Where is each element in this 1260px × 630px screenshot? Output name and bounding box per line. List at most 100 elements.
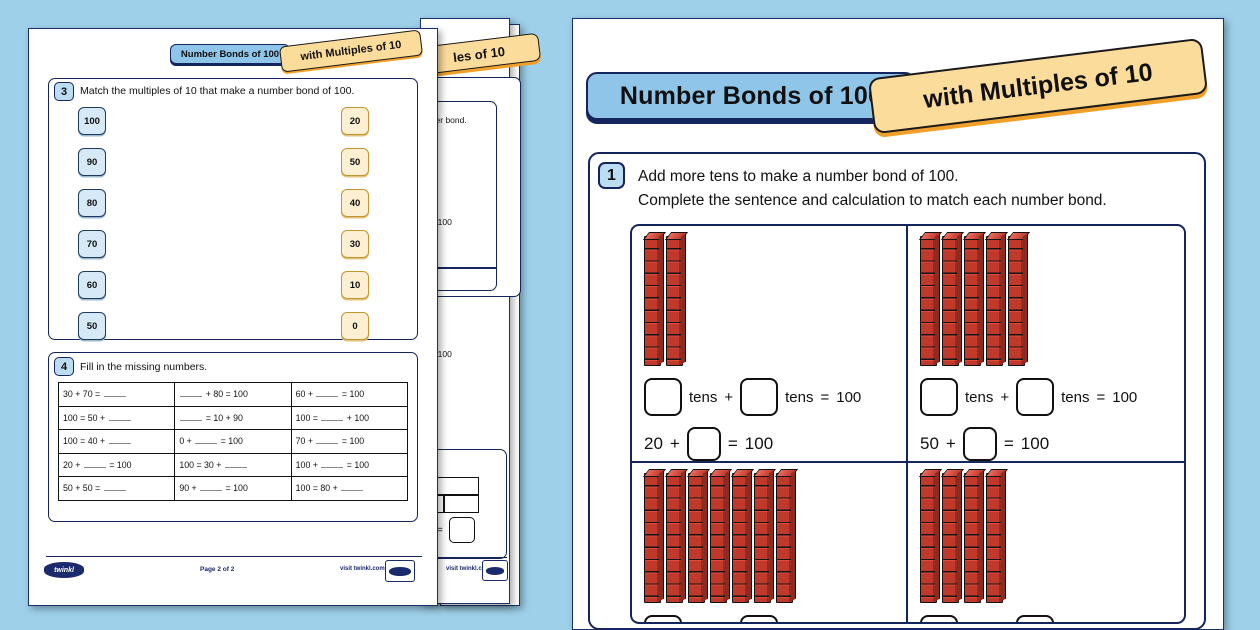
tens-rod-icon xyxy=(644,236,661,366)
match-card-left-0[interactable]: 100 xyxy=(78,107,106,135)
stamp-inner xyxy=(389,566,411,576)
calculation-row: 50+=100 xyxy=(920,427,1176,461)
left-footer-page-number: Page 2 of 2 xyxy=(200,566,235,573)
sentence-plus: + xyxy=(1000,388,1010,406)
table-cell-0-0[interactable]: 30 + 70 = xyxy=(57,382,176,407)
match-card-right-1[interactable]: 50 xyxy=(341,148,369,176)
sentence-answer-box-2[interactable] xyxy=(1016,378,1055,416)
stack-fragment-number-bond: umber bond. xyxy=(419,115,467,125)
calculation-row: 20+=100 xyxy=(644,427,898,461)
blank-field[interactable] xyxy=(200,484,223,492)
sentence-answer-box-1[interactable] xyxy=(920,615,958,622)
blank-field[interactable] xyxy=(103,390,126,398)
left-footer-rule xyxy=(46,556,422,558)
blank-field[interactable] xyxy=(321,414,344,421)
left-question-3-number: 3 xyxy=(54,82,74,101)
sentence-word-1: tens xyxy=(689,388,718,406)
sentence-answer-box-2[interactable] xyxy=(740,378,779,416)
table-cell-1-1[interactable]: = 10 + 90 xyxy=(174,405,292,430)
table-cell-2-1[interactable]: 0 + = 100 xyxy=(174,429,292,454)
blank-field[interactable] xyxy=(341,484,364,492)
blank-field[interactable] xyxy=(316,390,339,398)
tens-rod-icon xyxy=(942,473,959,603)
tens-rod-icon xyxy=(920,236,937,366)
tens-rod-icon xyxy=(710,473,727,603)
stack-answer-box-b xyxy=(449,517,475,543)
table-cell-4-1[interactable]: 90 + = 100 xyxy=(174,476,292,501)
table-cell-4-0[interactable]: 50 + 50 = xyxy=(57,476,176,501)
sentence-word-2: tens xyxy=(785,388,814,406)
match-card-left-4[interactable]: 60 xyxy=(78,271,106,299)
table-cell-3-1[interactable]: 100 = 30 + xyxy=(174,452,292,477)
match-card-left-5[interactable]: 50 xyxy=(78,312,106,340)
tens-rod-icon xyxy=(986,236,1003,366)
base-ten-rods-group xyxy=(920,473,1176,605)
blank-field[interactable] xyxy=(321,461,344,468)
left-question-4-prompt: Fill in the missing numbers. xyxy=(80,361,208,373)
sentence-row: tens+tens=100 xyxy=(644,378,898,416)
right-question-1-prompt-line1: Add more tens to make a number bond of 1… xyxy=(638,168,959,185)
blank-field[interactable] xyxy=(108,437,131,445)
tens-rod-icon xyxy=(666,473,683,603)
table-cell-0-1[interactable]: + 80 = 100 xyxy=(174,382,292,407)
base-ten-rods-group xyxy=(644,236,898,368)
number-bond-cell-0: tens+tens=100 20+=100 xyxy=(632,226,908,463)
stack-equals: = xyxy=(437,525,443,536)
blank-field[interactable] xyxy=(83,461,106,468)
sentence-answer-box-2[interactable] xyxy=(740,615,779,622)
table-cell-2-0[interactable]: 100 = 40 + xyxy=(57,429,176,454)
match-card-left-1[interactable]: 90 xyxy=(78,148,106,176)
table-cell-1-0[interactable]: 100 = 50 + xyxy=(57,405,176,430)
sentence-answer-box-1[interactable] xyxy=(920,378,958,416)
match-card-right-0[interactable]: 20 xyxy=(341,107,369,135)
tens-rod-icon xyxy=(776,473,793,603)
table-cell-2-2[interactable]: 70 + = 100 xyxy=(290,429,409,454)
left-title-banner-primary: Number Bonds of 100 xyxy=(170,44,290,64)
tens-rod-icon xyxy=(920,473,937,603)
sentence-answer-box-1[interactable] xyxy=(644,378,682,416)
sentence-row: tens+tens=100 xyxy=(644,615,898,622)
blank-field[interactable] xyxy=(108,414,131,421)
tens-rod-icon xyxy=(964,236,981,366)
blank-field[interactable] xyxy=(180,414,203,421)
table-cell-0-2[interactable]: 60 + = 100 xyxy=(290,382,409,407)
table-cell-3-0[interactable]: 20 + = 100 xyxy=(57,452,176,477)
twinkl-logo: twinkl xyxy=(44,562,84,578)
calc-answer-box[interactable] xyxy=(962,427,997,461)
sentence-total: 100 xyxy=(836,388,862,406)
blank-field[interactable] xyxy=(224,461,247,468)
left-footer-visit: visit twinkl.com xyxy=(340,566,385,572)
match-card-right-2[interactable]: 40 xyxy=(341,189,369,217)
table-cell-1-2[interactable]: 100 = + 100 xyxy=(290,405,409,430)
sentence-answer-box-2[interactable] xyxy=(1016,615,1055,622)
match-card-right-3[interactable]: 30 xyxy=(341,230,369,258)
tens-rod-icon xyxy=(688,473,705,603)
table-cell-3-2[interactable]: 100 + = 100 xyxy=(290,452,409,477)
sentence-answer-box-1[interactable] xyxy=(644,615,682,622)
blank-field[interactable] xyxy=(316,437,339,445)
calc-total: 100 xyxy=(744,434,774,453)
blank-field[interactable] xyxy=(103,484,126,492)
sentence-word-1: tens xyxy=(965,388,994,406)
stack-table-cell-c xyxy=(444,495,479,513)
table-cell-4-2[interactable]: 100 = 80 + xyxy=(290,476,409,501)
calc-plus: + xyxy=(945,434,956,453)
match-card-right-4[interactable]: 10 xyxy=(341,271,369,299)
match-card-left-3[interactable]: 70 xyxy=(78,230,106,258)
blank-field[interactable] xyxy=(195,437,218,445)
left-question-4-number: 4 xyxy=(54,357,74,376)
stack-footer-visit: visit twinkl.com xyxy=(446,566,491,572)
sentence-equals: = xyxy=(1096,388,1106,406)
match-card-right-5[interactable]: 0 xyxy=(341,312,369,340)
match-card-left-2[interactable]: 80 xyxy=(78,189,106,217)
stack-divider xyxy=(415,267,497,269)
blank-field[interactable] xyxy=(180,390,203,398)
calc-total: 100 xyxy=(1020,434,1050,453)
stack-footer-stamp xyxy=(482,560,508,581)
tens-rod-icon xyxy=(986,473,1003,603)
stack-stamp-inner xyxy=(486,566,504,575)
calc-answer-box[interactable] xyxy=(686,427,721,461)
